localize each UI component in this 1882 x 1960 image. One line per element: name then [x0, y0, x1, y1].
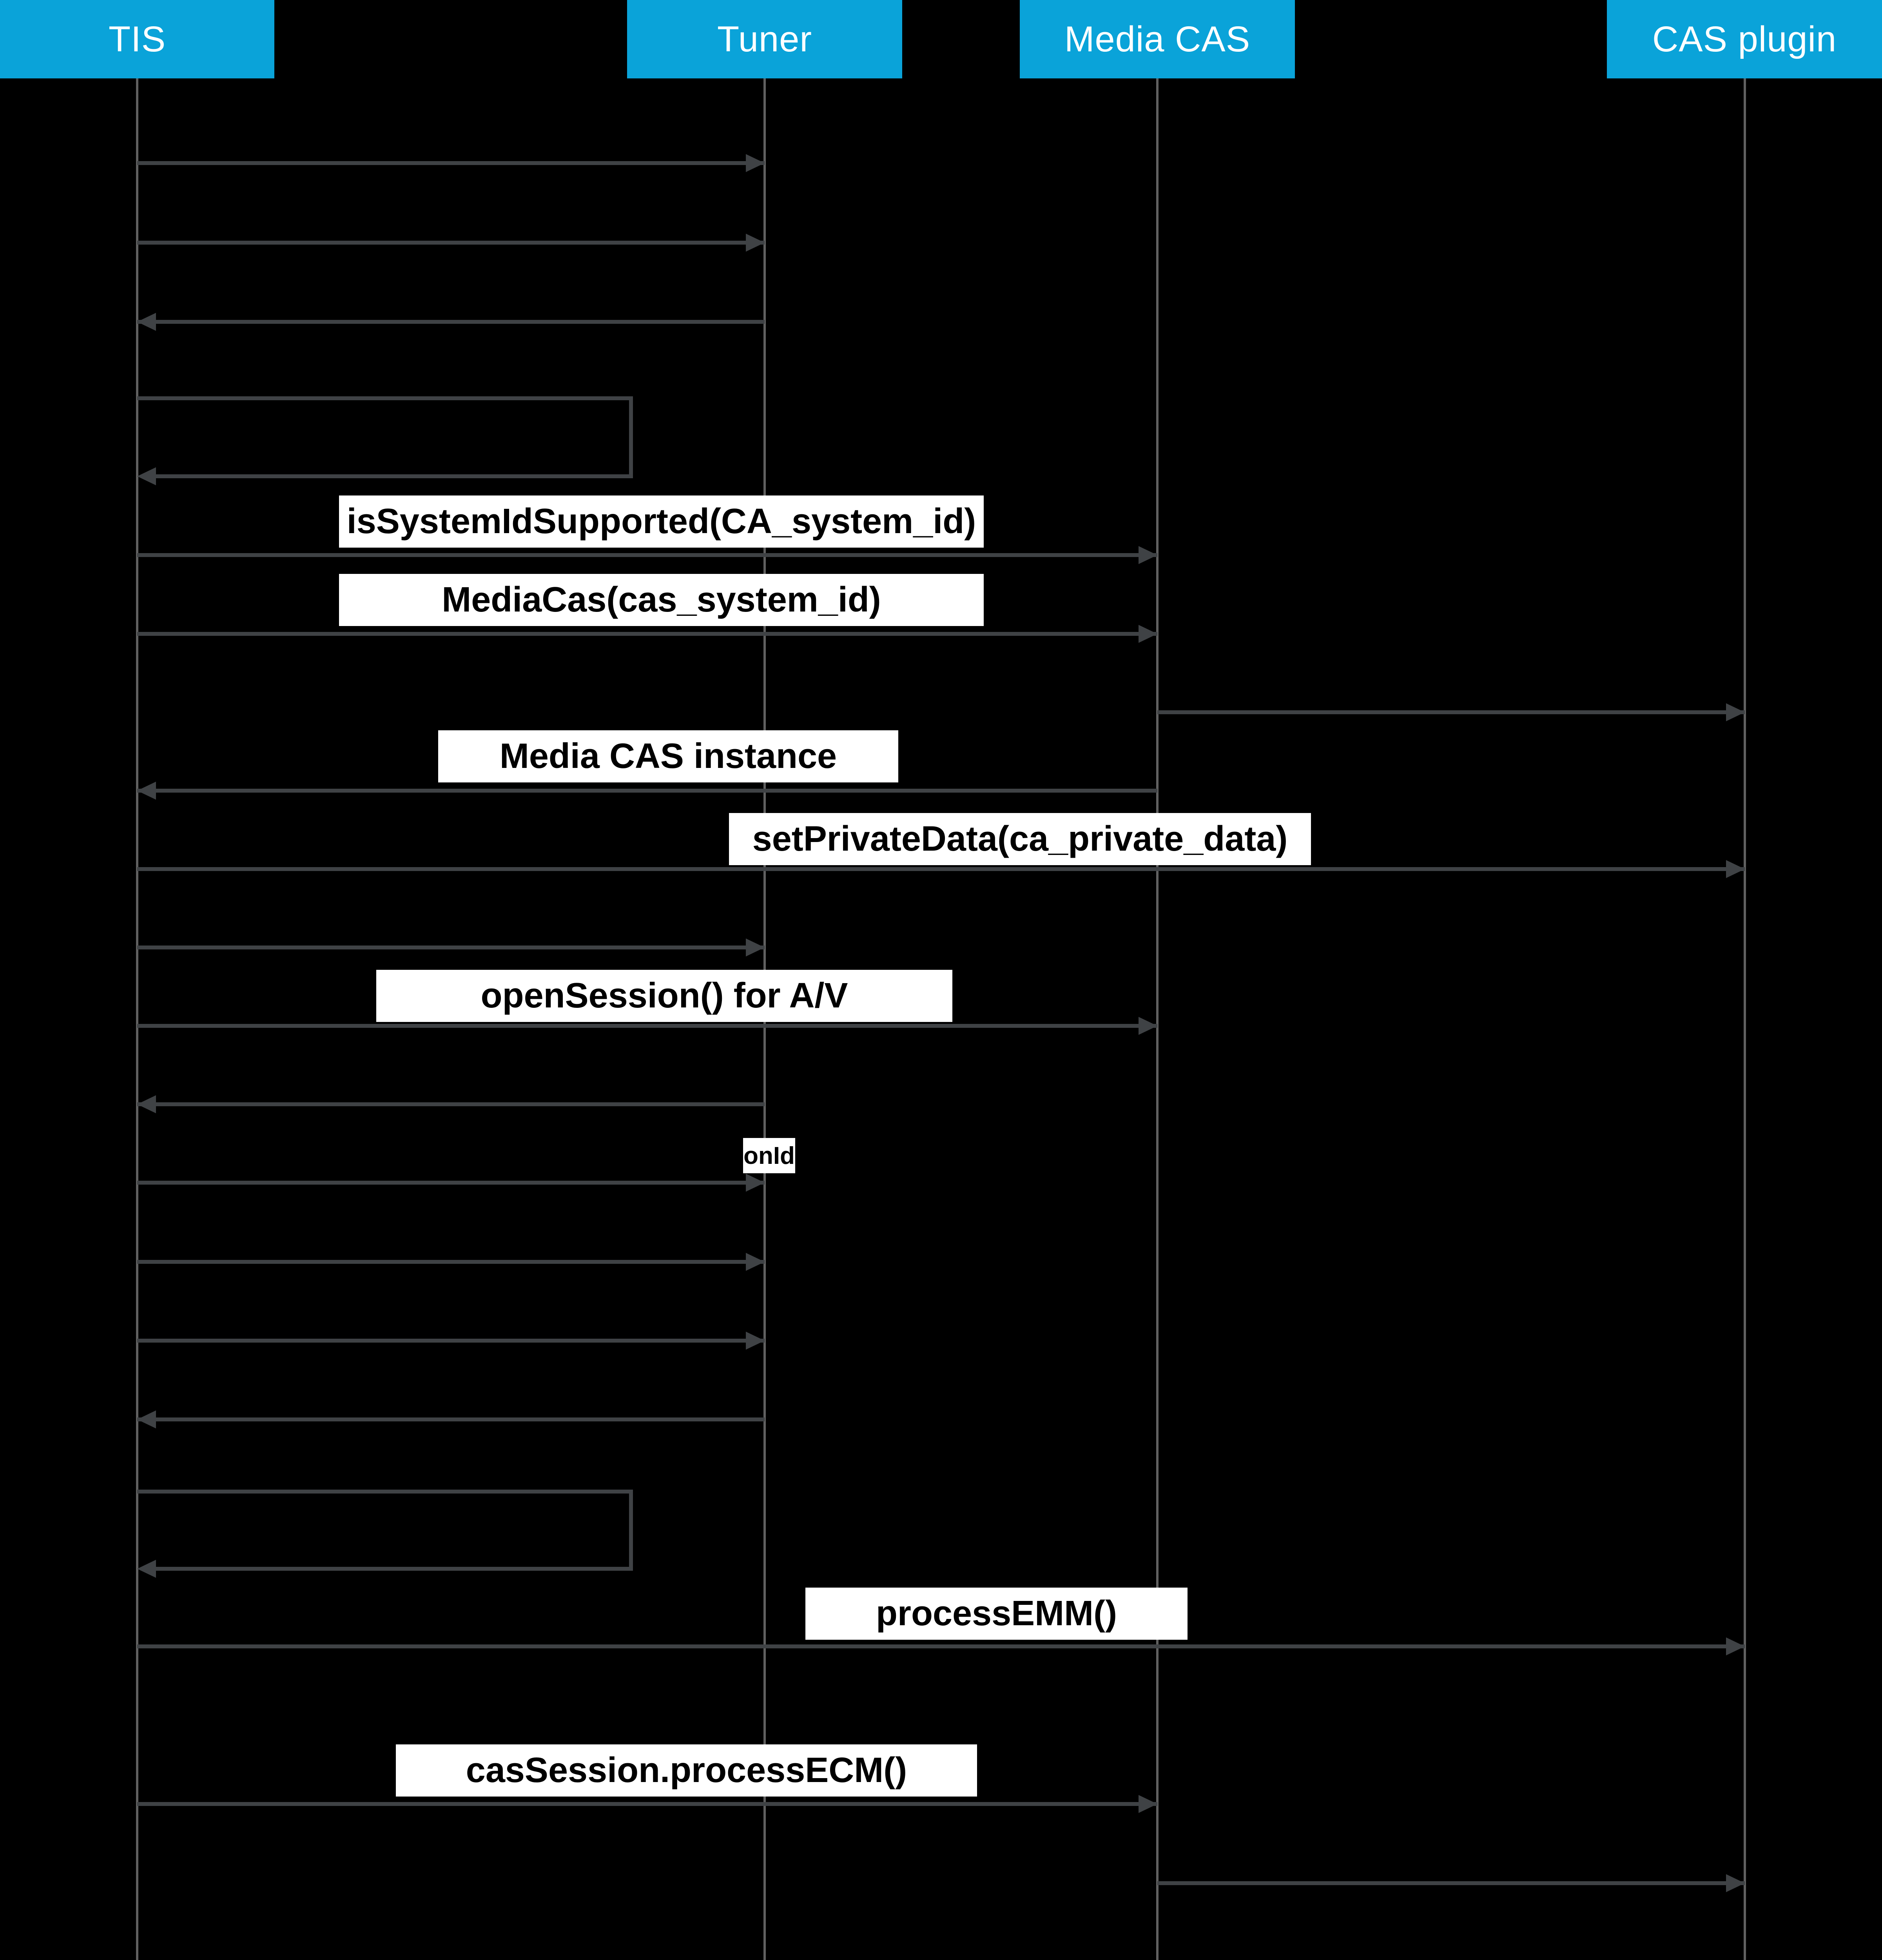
lifeline-media-cas: [1156, 78, 1159, 1960]
message-line-media-cas-to-cas-plugin: [1157, 710, 1745, 714]
arrowhead-right-icon: [746, 938, 765, 956]
message-label: openSession() for A/V: [376, 970, 952, 1022]
arrowhead-right-icon: [1726, 703, 1745, 721]
participant-header-top-tis: TIS: [0, 0, 274, 78]
arrowhead-right-icon: [746, 1332, 765, 1350]
arrowhead-right-icon: [1139, 1795, 1157, 1813]
participant-header-top-tuner: Tuner: [627, 0, 902, 78]
message-line-tuner-to-tis: [137, 1417, 765, 1421]
message-line-tis-to-tuner: [137, 161, 765, 165]
arrowhead-left-icon: [137, 1095, 156, 1113]
message-line-tis-to-tuner: [137, 1181, 765, 1185]
message-label: processEMM(): [805, 1588, 1188, 1640]
arrowhead-right-icon: [1726, 860, 1745, 878]
message-line-media-cas-to-cas-plugin: [1157, 1881, 1745, 1885]
message-line-tuner-to-tis: [137, 1102, 765, 1106]
arrowhead-left-icon: [137, 782, 156, 800]
participant-header-top-media-cas: Media CAS: [1020, 0, 1295, 78]
message-line-tis-to-tuner: [137, 1260, 765, 1264]
message-line-tis-to-media-cas: [137, 632, 1157, 636]
message-label: isSystemIdSupported(CA_system_id): [339, 495, 984, 548]
message-line-tis-to-tuner: [137, 946, 765, 949]
arrowhead-left-icon: [137, 467, 156, 485]
lifeline-tis: [136, 78, 138, 1960]
message-line-tis-to-media-cas: [137, 1024, 1157, 1028]
arrowhead-right-icon: [1726, 1874, 1745, 1892]
message-line-tis-to-tuner: [137, 241, 765, 245]
self-message-bottom: [154, 1567, 633, 1571]
self-message-top: [137, 1490, 633, 1494]
message-label: onId: [743, 1138, 795, 1173]
arrowhead-right-icon: [746, 1174, 765, 1192]
arrowhead-right-icon: [746, 1253, 765, 1271]
arrowhead-right-icon: [746, 234, 765, 252]
arrowhead-left-icon: [137, 1410, 156, 1428]
arrowhead-right-icon: [746, 154, 765, 172]
arrowhead-right-icon: [1726, 1637, 1745, 1655]
arrowhead-right-icon: [1139, 546, 1157, 564]
self-message-top: [137, 396, 633, 400]
message-label: Media CAS instance: [438, 730, 898, 782]
self-message-right: [629, 396, 633, 478]
participant-header-top-cas-plugin: CAS plugin: [1607, 0, 1882, 78]
arrowhead-right-icon: [1139, 625, 1157, 643]
message-label: setPrivateData(ca_private_data): [729, 813, 1311, 865]
message-line-tis-to-media-cas: [137, 1802, 1157, 1806]
message-label: MediaCas(cas_system_id): [339, 574, 984, 626]
message-line-tis-to-tuner: [137, 1339, 765, 1343]
self-message-bottom: [154, 474, 633, 478]
message-line-tis-to-media-cas: [137, 553, 1157, 557]
message-line-tuner-to-tis: [137, 320, 765, 324]
message-line-media-cas-to-tis: [137, 789, 1157, 793]
arrowhead-right-icon: [1139, 1017, 1157, 1035]
message-label: casSession.processECM(): [396, 1744, 977, 1797]
arrowhead-left-icon: [137, 313, 156, 331]
lifeline-cas-plugin: [1744, 78, 1746, 1960]
message-line-tis-to-cas-plugin: [137, 1644, 1745, 1648]
self-message-right: [629, 1490, 633, 1571]
message-line-tis-to-cas-plugin: [137, 867, 1745, 871]
arrowhead-left-icon: [137, 1560, 156, 1578]
